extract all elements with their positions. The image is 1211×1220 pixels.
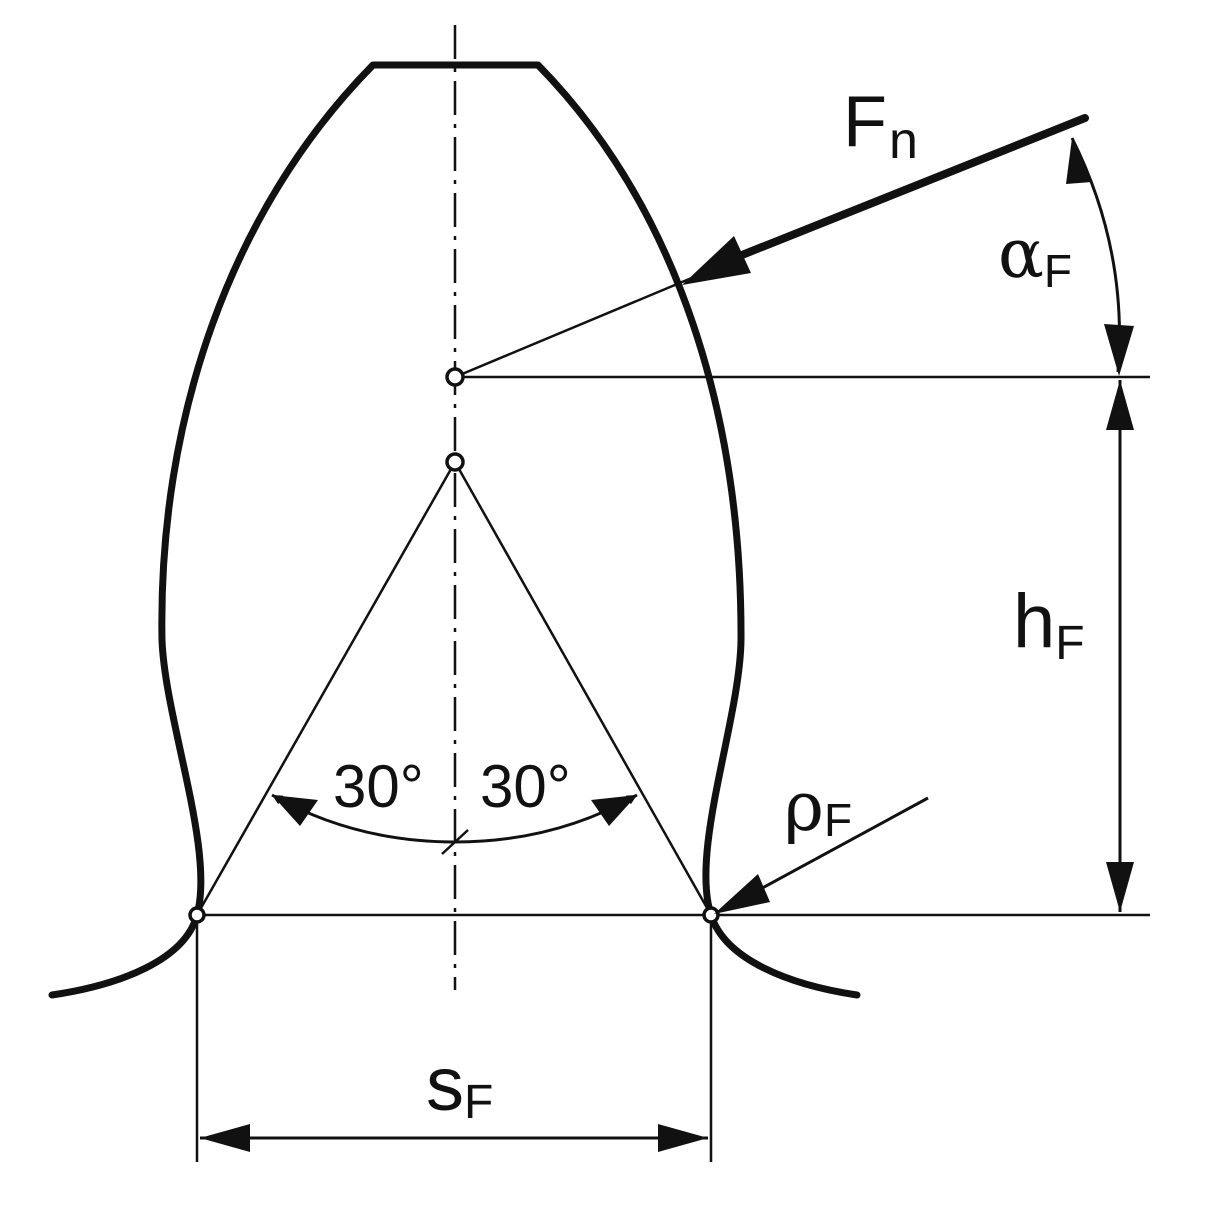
root-point-right-marker — [702, 906, 720, 924]
force-line-of-action — [454, 275, 695, 379]
width-arrowhead-right — [658, 1124, 708, 1152]
angle-arrowhead-left — [272, 795, 318, 826]
alpha-arrowhead-bottom — [1104, 324, 1134, 376]
force-arrowhead — [682, 236, 751, 285]
root-point-left-marker — [188, 906, 206, 924]
height-arrowhead-bottom — [1106, 862, 1134, 912]
force-point-marker — [445, 367, 465, 387]
tangent-line-left — [195, 461, 457, 916]
angle-label-left: 30° — [333, 753, 424, 820]
width-label: sF — [426, 1042, 493, 1129]
height-label: hF — [1013, 579, 1085, 670]
tooth-profile — [48, 61, 861, 999]
tangent-line-right — [453, 461, 713, 916]
angle-label-right: 30° — [480, 753, 571, 820]
angle-arrowhead-right — [591, 795, 637, 826]
alpha-label: αF — [998, 215, 1072, 297]
radius-arrowhead — [714, 874, 770, 914]
angle-arc-tick — [441, 829, 469, 855]
alpha-arrowhead-top — [1066, 138, 1092, 184]
height-arrowhead-top — [1106, 380, 1134, 430]
force-label: Fn — [843, 82, 918, 170]
radius-pointer-line — [754, 796, 929, 894]
radius-label: ρF — [784, 768, 852, 847]
apex-point-marker — [445, 452, 465, 472]
force-arrow-shaft — [738, 114, 1089, 259]
width-arrowhead-left — [200, 1124, 250, 1152]
